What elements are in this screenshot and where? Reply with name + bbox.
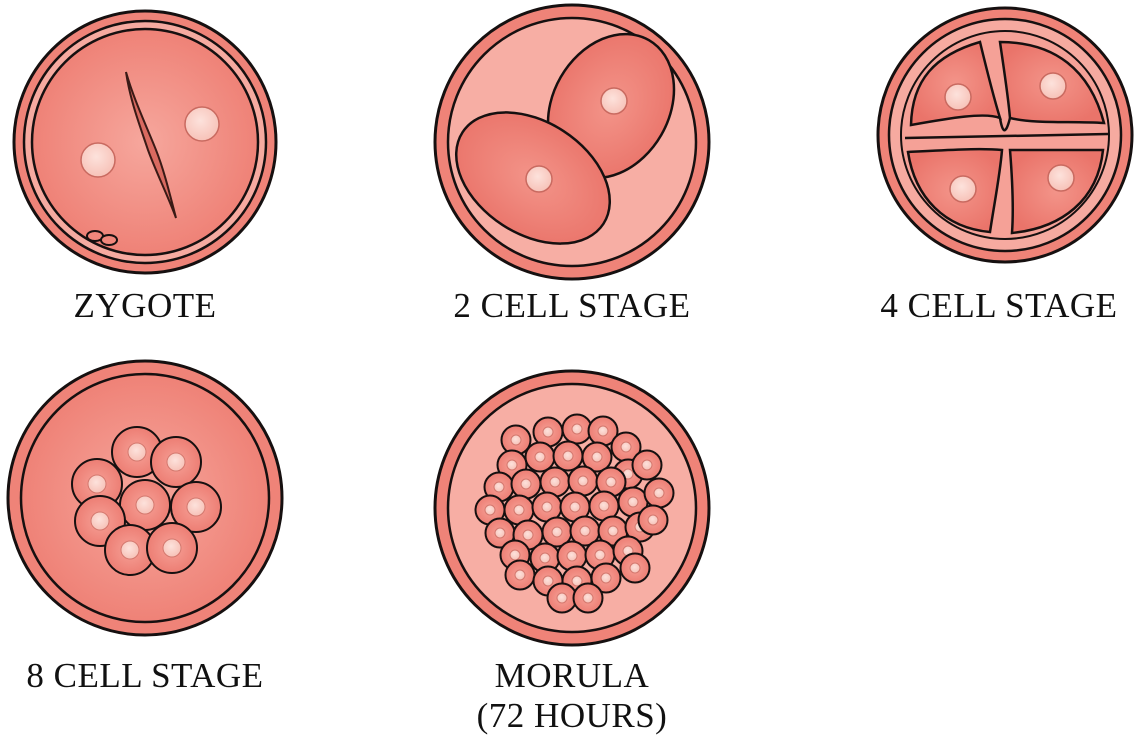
morula-label-line2: (72 HOURS) bbox=[422, 696, 722, 736]
nucleus bbox=[1040, 73, 1066, 99]
nucleus bbox=[526, 166, 552, 192]
morula-cell bbox=[633, 451, 662, 480]
blastomere bbox=[120, 480, 170, 530]
morula-cell bbox=[548, 584, 577, 613]
morula-cell bbox=[645, 479, 674, 508]
eight-cell-label: 8 CELL STAGE bbox=[0, 656, 290, 696]
morula-cell bbox=[569, 467, 598, 496]
morula-label-line1: MORULA bbox=[422, 656, 722, 696]
morula-illustration bbox=[435, 371, 709, 645]
nucleus bbox=[1048, 165, 1074, 191]
four-cell-illustration bbox=[878, 8, 1132, 262]
pronucleus-left bbox=[81, 143, 115, 177]
morula-cell bbox=[506, 561, 535, 590]
zygote-illustration bbox=[14, 11, 276, 273]
nucleus bbox=[601, 88, 627, 114]
morula-label: MORULA (72 HOURS) bbox=[422, 656, 722, 736]
two-cell-label: 2 CELL STAGE bbox=[422, 286, 722, 326]
morula-cell bbox=[512, 470, 541, 499]
morula-cell bbox=[554, 442, 583, 471]
morula-cell bbox=[526, 443, 555, 472]
two-cell-illustration bbox=[432, 5, 709, 279]
morula-cell bbox=[639, 506, 668, 535]
morula-cell bbox=[558, 542, 587, 571]
zygote-label: ZYGOTE bbox=[0, 286, 290, 326]
eight-cell-illustration bbox=[8, 361, 282, 635]
nucleus bbox=[945, 84, 971, 110]
morula-cell bbox=[563, 415, 592, 444]
four-cell-label: 4 CELL STAGE bbox=[859, 286, 1139, 326]
nucleus bbox=[950, 176, 976, 202]
blastomere bbox=[151, 437, 201, 487]
pronucleus-right bbox=[185, 107, 219, 141]
blastomere bbox=[147, 523, 197, 573]
morula-cell bbox=[621, 554, 650, 583]
morula-cell bbox=[574, 584, 603, 613]
